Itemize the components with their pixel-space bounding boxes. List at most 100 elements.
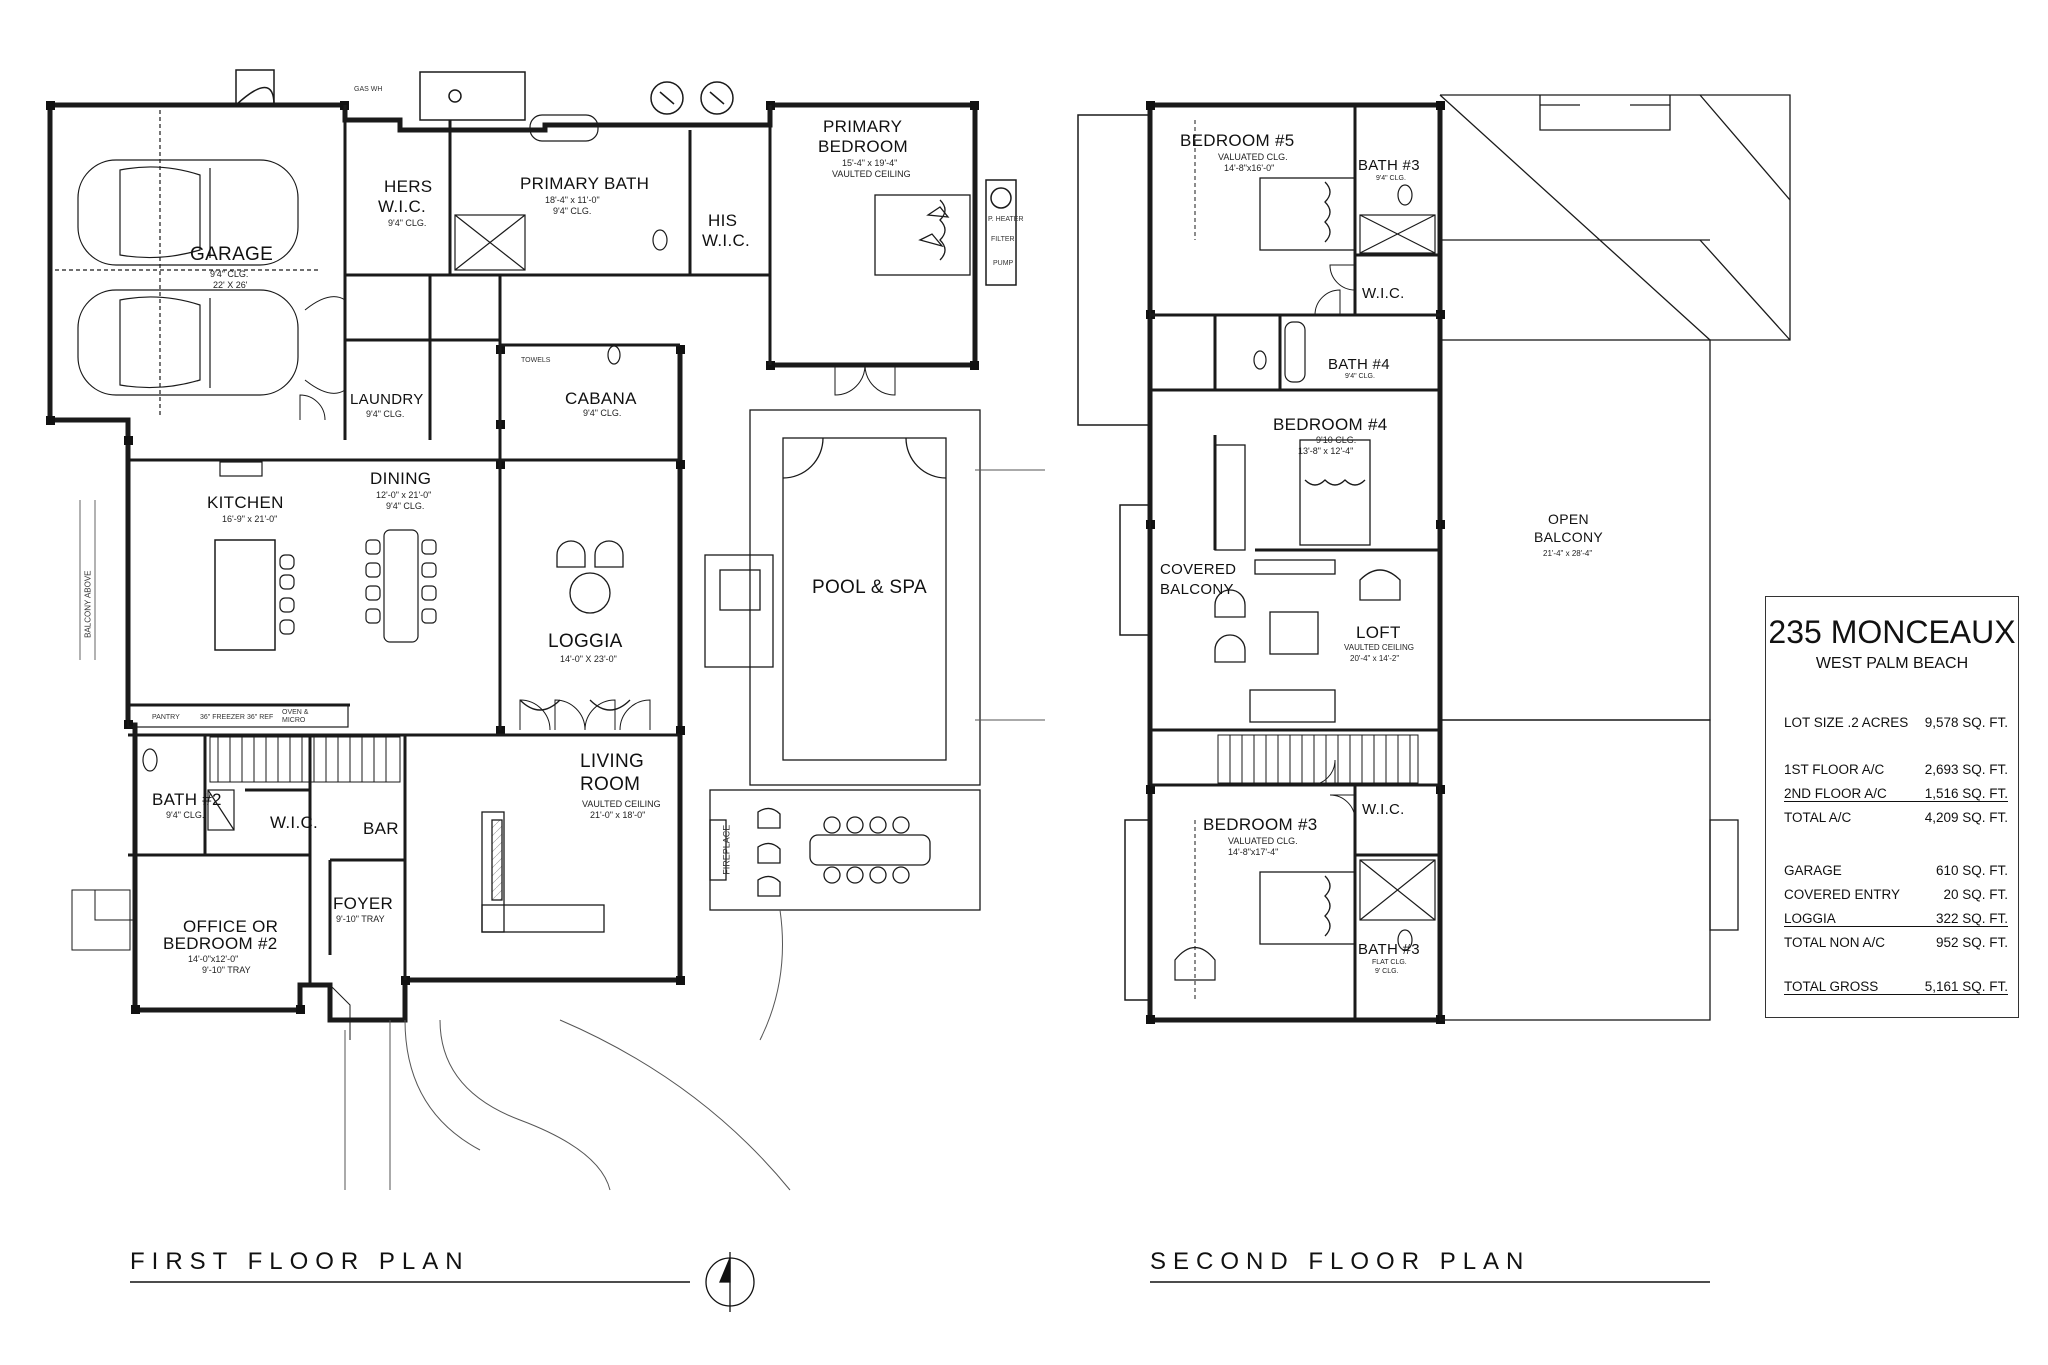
room-hers-wic-name: W.I.C.	[378, 197, 427, 216]
area-value: 5,161 SQ. FT.	[1924, 979, 2008, 994]
room-bath4-name: BATH #4	[1328, 356, 1390, 373]
room-bar-name: BAR	[363, 819, 399, 838]
room-office-name: BEDROOM #2	[163, 934, 278, 953]
room-open-balcony-spec: 21'-4" x 28'-4"	[1543, 549, 1593, 558]
room-bedroom4-name: BEDROOM #4	[1273, 415, 1388, 434]
room-bedroom5-spec: VALUATED CLG.	[1218, 152, 1288, 162]
room-primary-bedroom-name: BEDROOM	[818, 137, 908, 156]
room-living-name: LIVING	[580, 751, 645, 772]
area-row: LOGGIA 322 SQ. FT.	[1784, 911, 2008, 927]
area-label: LOT SIZE .2 ACRES	[1784, 715, 1909, 730]
area-label: LOGGIA	[1784, 911, 1836, 926]
room-covered-balcony-name: COVERED	[1160, 561, 1237, 578]
balcony-above-label: BALCONY ABOVE	[83, 570, 93, 638]
room-bedroom3-spec: VALUATED CLG.	[1228, 836, 1298, 846]
area-label: TOTAL A/C	[1784, 810, 1852, 825]
room-bedroom5-spec: 14'-8"x16'-0"	[1224, 163, 1275, 173]
area-label: 2ND FLOOR A/C	[1784, 786, 1887, 801]
area-value: 9,578 SQ. FT.	[1924, 715, 2008, 730]
room-primary-bedroom-spec: 15'-4" x 19'-4"	[842, 158, 898, 168]
room-open-balcony-name: OPEN	[1548, 511, 1589, 527]
room-living-name: ROOM	[580, 774, 641, 795]
area-value: 20 SQ. FT.	[1943, 887, 2008, 902]
area-value: 610 SQ. FT.	[1935, 863, 2008, 878]
room-office-spec: 9'-10" TRAY	[202, 965, 251, 975]
room-dining-name: DINING	[370, 469, 432, 488]
area-label: TOTAL NON A/C	[1784, 935, 1886, 950]
area-row: COVERED ENTRY 20 SQ. FT.	[1784, 887, 2008, 902]
area-value: 2,693 SQ. FT.	[1924, 762, 2008, 777]
project-location: WEST PALM BEACH	[1815, 655, 1969, 672]
area-row: TOTAL GROSS 5,161 SQ. FT.	[1784, 979, 2008, 995]
room-primary-bath-name: PRIMARY BATH	[520, 174, 650, 193]
room-bath3-bottom-spec: 9' CLG.	[1375, 968, 1399, 975]
room-primary-bath-spec: 18'-4" x 11'-0"	[545, 195, 600, 205]
room-garage-spec: 22' X 26'	[213, 280, 248, 290]
room-his-wic-name: HIS	[708, 211, 738, 230]
room-primary-bedroom-name: PRIMARY	[823, 117, 903, 136]
room-loft-name: LOFT	[1356, 623, 1401, 642]
room-primary-bath-spec: 9'4" CLG.	[553, 206, 592, 216]
first-floor-title: FIRST FLOOR PLAN	[130, 1248, 470, 1275]
room-open-balcony-name: BALCONY	[1534, 529, 1604, 545]
room-office-spec: 14'-0"x12'-0"	[188, 954, 239, 964]
room-bath2-spec: 9'4" CLG.	[166, 810, 205, 820]
room-bedroom4-spec: 9'10 CLG.	[1316, 435, 1357, 445]
room-living-spec: VAULTED CEILING	[582, 799, 661, 809]
area-row: TOTAL A/C 4,209 SQ. FT.	[1784, 810, 2008, 825]
room-wic-bottom-name: W.I.C.	[1362, 801, 1405, 818]
room-bedroom3-spec: 14'-8"x17'-4"	[1228, 847, 1279, 857]
room-living-spec: 21'-0" x 18'-0"	[590, 810, 646, 820]
second-floor-title: SECOND FLOOR PLAN	[1150, 1248, 1531, 1275]
room-bath3-top-spec: 9'4" CLG.	[1376, 175, 1406, 182]
area-row: LOT SIZE .2 ACRES 9,578 SQ. FT.	[1784, 715, 2008, 730]
project-info-box: 235 MONCEAUX WEST PALM BEACH LOT SIZE .2…	[1765, 596, 2019, 1018]
freezer-label: 36" FREEZER	[200, 714, 245, 721]
oven-label: MICRO	[282, 717, 306, 724]
room-bath3-bottom-name: BATH #3	[1358, 941, 1420, 958]
area-value: 952 SQ. FT.	[1935, 935, 2008, 950]
room-dining-spec: 9'4" CLG.	[386, 501, 425, 511]
room-bath2-name: BATH #2	[152, 790, 222, 809]
room-bedroom4-spec: 13'-8" x 12'-4"	[1298, 446, 1354, 456]
room-foyer-name: FOYER	[333, 894, 394, 913]
room-bedroom3-name: BEDROOM #3	[1203, 815, 1318, 834]
area-value: 4,209 SQ. FT.	[1924, 810, 2008, 825]
fireplace-label: FIREPLACE	[721, 824, 732, 875]
room-bath4-spec: 9'4" CLG.	[1345, 373, 1375, 380]
room-garage-spec: 9'4" CLG.	[210, 269, 249, 279]
pool-pump-label: PUMP	[993, 260, 1014, 267]
second-floor-plan	[1077, 94, 1791, 1024]
area-label: 1ST FLOOR A/C	[1784, 762, 1885, 777]
area-row: 1ST FLOOR A/C 2,693 SQ. FT.	[1784, 762, 2008, 777]
pool-heater-label: P. HEATER	[988, 216, 1024, 223]
room-loggia-name: LOGGIA	[548, 631, 623, 652]
pool-filter-label: FILTER	[991, 236, 1015, 243]
area-value: 322 SQ. FT.	[1935, 911, 2008, 926]
room-kitchen-name: KITCHEN	[207, 493, 284, 512]
room-bath3-top-name: BATH #3	[1358, 157, 1420, 174]
room-kitchen-spec: 16'-9" x 21'-0"	[222, 514, 278, 524]
room-office-name: OFFICE OR	[183, 917, 279, 936]
area-row: GARAGE 610 SQ. FT.	[1784, 863, 2008, 878]
room-bath3-bottom-spec: FLAT CLG.	[1372, 959, 1407, 966]
area-label: TOTAL GROSS	[1784, 979, 1879, 994]
north-arrow-icon	[705, 1252, 755, 1312]
room-primary-bedroom-spec: VAULTED CEILING	[832, 169, 911, 179]
room-cabana-spec: 9'4" CLG.	[583, 408, 622, 418]
refrigerator-label: 36" REF	[247, 714, 274, 721]
room-wic-name: W.I.C.	[270, 813, 319, 832]
room-laundry-spec: 9'4" CLG.	[366, 409, 405, 419]
room-loft-spec: VAULTED CEILING	[1344, 643, 1414, 652]
room-garage-name: GARAGE	[190, 244, 274, 265]
room-covered-balcony-name: BALCONY	[1160, 581, 1234, 598]
room-pool-name: POOL & SPA	[812, 577, 927, 598]
room-cabana-name: CABANA	[565, 389, 637, 408]
project-title: 235 MONCEAUX	[1768, 614, 2016, 650]
area-row: TOTAL NON A/C 952 SQ. FT.	[1784, 935, 2008, 950]
area-value: 1,516 SQ. FT.	[1924, 786, 2008, 801]
room-his-wic-name: W.I.C.	[702, 231, 751, 250]
room-loggia-spec: 14'-0" X 23'-0"	[560, 654, 617, 664]
area-label: GARAGE	[1784, 863, 1842, 878]
